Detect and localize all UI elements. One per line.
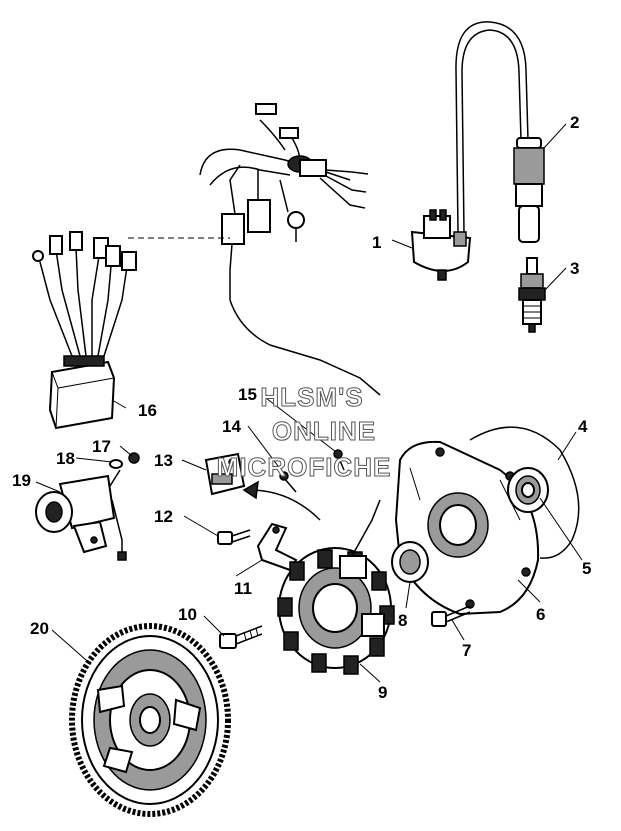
watermark: HLSM'S ONLINE MICROFICHE — [216, 382, 392, 483]
callout-10: 10 — [178, 605, 197, 624]
callout-18: 18 — [56, 449, 75, 468]
callout-12: 12 — [154, 507, 173, 526]
callout-13: 13 — [154, 451, 173, 470]
wire-harness — [199, 103, 381, 396]
callout-2: 2 — [570, 113, 579, 132]
callout-20: 20 — [30, 619, 49, 638]
callout-6: 6 — [536, 605, 545, 624]
callout-8: 8 — [398, 611, 407, 630]
gasket — [469, 426, 580, 559]
bolt-7 — [431, 605, 471, 627]
screw-12 — [217, 529, 251, 545]
bearing — [507, 467, 549, 513]
callout-9: 9 — [378, 683, 387, 702]
cdi-box — [32, 231, 137, 430]
lock-washer — [109, 459, 123, 469]
bolt-14 — [279, 471, 297, 493]
stator-plate — [394, 440, 540, 616]
callout-14: 14 — [222, 417, 241, 436]
callout-4: 4 — [578, 417, 588, 436]
callout-3: 3 — [570, 259, 579, 278]
voltage-regulator — [35, 469, 127, 561]
callout-16: 16 — [138, 401, 157, 420]
watermark-line-3: MICROFICHE — [217, 452, 392, 482]
spark-plug-wire — [455, 21, 529, 233]
ignition-coil — [410, 209, 472, 281]
flywheel — [69, 623, 231, 817]
callout-5: 5 — [582, 559, 591, 578]
spark-plug — [518, 257, 546, 333]
callout-1: 1 — [372, 233, 381, 252]
callout-7: 7 — [462, 641, 471, 660]
stator — [277, 499, 395, 675]
callout-17: 17 — [92, 437, 111, 456]
callout-labels: 1 2 3 4 5 6 7 8 9 10 11 12 13 14 15 16 1… — [12, 113, 591, 702]
bolt-10 — [219, 625, 263, 649]
direction-arrow — [242, 480, 321, 521]
watermark-line-2: ONLINE — [272, 416, 376, 446]
wire-clamp — [256, 522, 298, 572]
pulser-coil — [204, 452, 246, 496]
spark-plug-cap — [513, 137, 545, 243]
callout-15: 15 — [238, 385, 257, 404]
oil-seal — [391, 541, 429, 583]
watermark-line-1: HLSM'S — [260, 382, 363, 412]
callout-11: 11 — [234, 579, 252, 598]
callout-19: 19 — [12, 471, 31, 490]
leader-lines — [35, 123, 583, 683]
